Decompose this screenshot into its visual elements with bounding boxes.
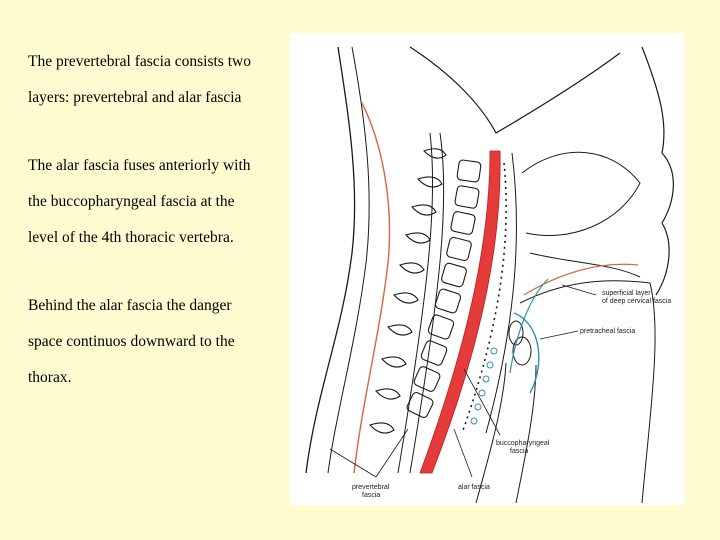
paragraph-1-line-2: layers: prevertebral and alar fascia: [28, 89, 242, 106]
label-buccopharyngeal-1: buccopharyngeal: [496, 440, 550, 447]
paragraph-3-line-3: thorax.: [28, 369, 72, 386]
neck-fascia-diagram: superficial layer of deep cervical fasci…: [290, 33, 684, 505]
paragraph-1-line-1: The prevertebral fascia consists two: [28, 53, 251, 70]
explanation-text: The prevertebral fascia consists two lay…: [28, 44, 290, 396]
paragraph-2-line-2: the buccopharyngeal fascia at the: [28, 193, 235, 210]
mandible-outline: [529, 252, 641, 278]
face-outline: [641, 46, 674, 296]
paragraph-2-line-1: The alar fascia fuses anteriorly with: [28, 157, 251, 174]
alar-fascia-band: [419, 150, 501, 474]
label-buccopharyngeal-2: fascia: [510, 448, 528, 455]
posterior-muscle-outline: [327, 46, 370, 474]
tracheal-rings: [470, 347, 498, 425]
superficial-layer-line: [523, 263, 639, 296]
skull-outline: [409, 46, 621, 134]
neck-sagittal-section-illustration: superficial layer of deep cervical fasci…: [305, 46, 674, 504]
vertebral-bodies: [406, 159, 482, 419]
paragraph-2-line-3: level of the 4th thoracic vertebra.: [28, 229, 234, 246]
anterior-neck-outline: [519, 280, 656, 504]
label-pretracheal-fascia: pretracheal fascia: [580, 328, 635, 335]
prevertebral-fascia-line: [353, 102, 391, 474]
label-superficial-layer-1: superficial layer: [602, 290, 651, 297]
label-prevertebral-2: fascia: [362, 492, 380, 499]
spinal-cord-back: [397, 132, 434, 474]
blue-fascia-anterior: [509, 278, 549, 374]
paragraph-3-line-2: space continuos downward to the: [28, 333, 235, 350]
paragraph-3-line-1: Behind the alar fascia the danger: [28, 297, 232, 314]
pharynx-outline: [485, 152, 517, 434]
leader-lines: [329, 284, 597, 478]
label-alar-fascia: alar fascia: [458, 484, 490, 491]
buccopharyngeal-fascia-line: [461, 162, 507, 434]
spinous-processes: [369, 148, 447, 434]
posterior-skin-outline: [305, 46, 356, 474]
spinal-cord-front: [409, 132, 445, 474]
tongue-outline: [521, 151, 641, 237]
pretracheal-fascia-line: [513, 312, 540, 394]
label-prevertebral-1: prevertebral: [352, 484, 390, 491]
larynx-trachea: [475, 320, 537, 504]
label-superficial-layer-2: of deep cervical fascia: [602, 298, 671, 305]
